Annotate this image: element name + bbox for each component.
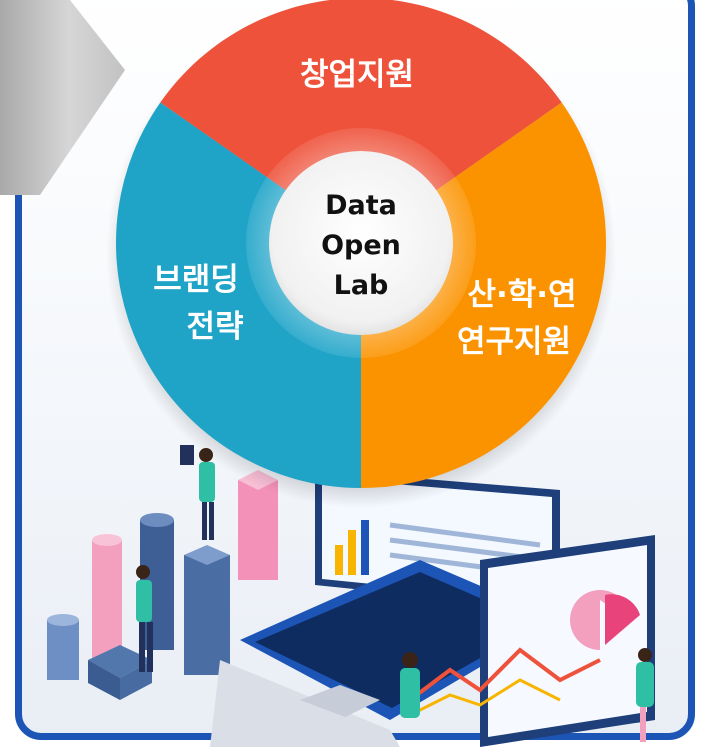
center-label-line-2: Open — [321, 230, 401, 261]
segment-startup — [160, 0, 562, 243]
segment-label-branding-line-2: 전략 — [186, 309, 243, 345]
segment-label-startup: 창업지원 — [300, 57, 414, 93]
center-label-line-3: Lab — [334, 270, 389, 301]
segment-research — [361, 102, 606, 489]
segment-label-research-line-1: 산·학·연 — [467, 277, 576, 313]
tablet-screen — [408, 535, 655, 747]
center-circle — [269, 151, 453, 335]
segment-branding — [115, 102, 361, 489]
person-figures-right — [400, 648, 654, 742]
segment-label-branding-line-1: 브랜딩 — [153, 262, 239, 298]
segment-label-research-line-2: 연구지원 — [457, 324, 571, 360]
center-label-line-1: Data — [325, 190, 397, 221]
person-figures — [136, 445, 215, 672]
